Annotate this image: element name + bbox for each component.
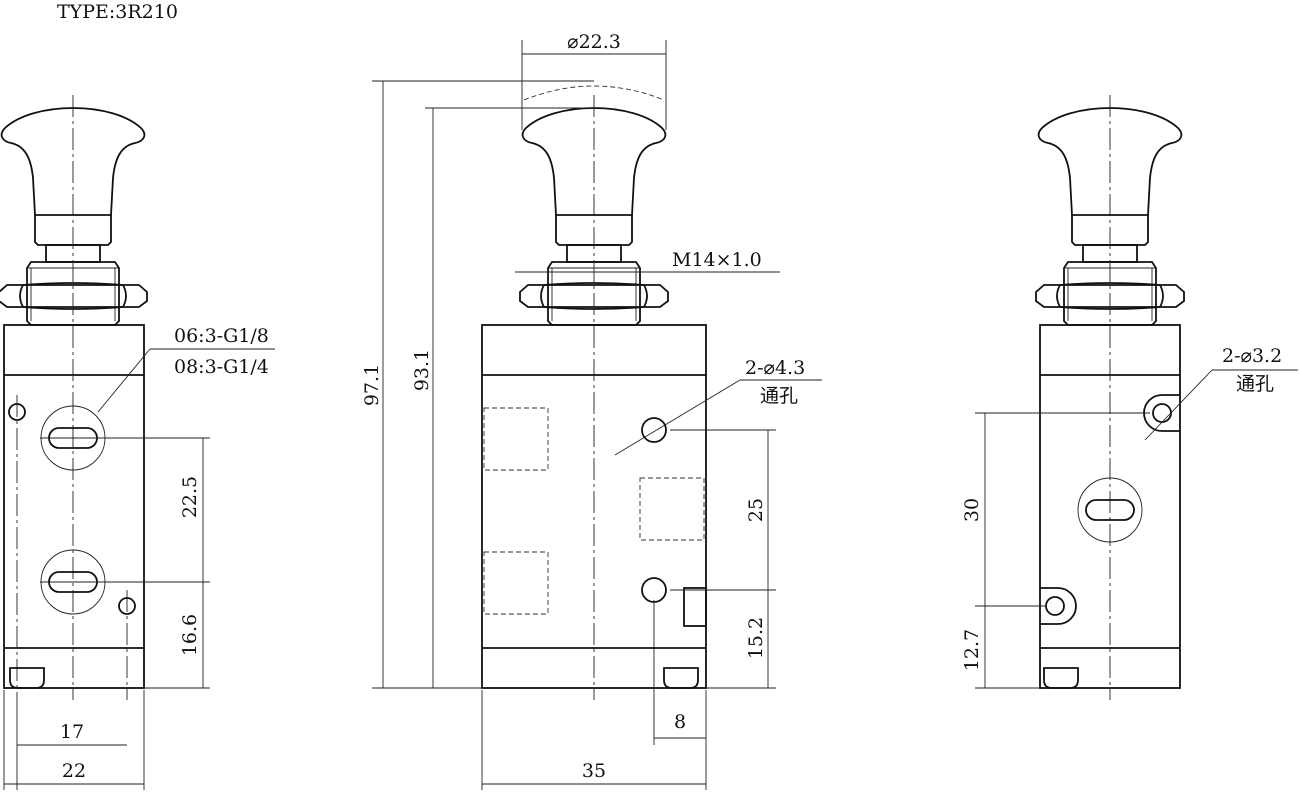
dim-depth: 35 bbox=[582, 760, 606, 782]
dim-hole-spacing: 25 bbox=[745, 498, 767, 522]
dim-port-bottom: 16.6 bbox=[179, 614, 201, 656]
left-view: 22.5 16.6 06:3-G1/8 08:3-G1/4 17 22 bbox=[0, 95, 275, 790]
dim-width: 22 bbox=[62, 760, 86, 782]
dim-mount-holes: 2-⌀4.3 bbox=[745, 357, 805, 379]
port-label-1: 06:3-G1/8 bbox=[174, 325, 269, 347]
center-view: ⌀22.3 M14×1.0 97.1 93.1 2-⌀4.3 通孔 25 15.… bbox=[361, 31, 822, 790]
drawing-title: TYPE:3R210 bbox=[57, 1, 178, 23]
dim-port-spacing: 22.5 bbox=[179, 476, 201, 518]
port-label-2: 08:3-G1/4 bbox=[174, 356, 269, 378]
dim-hole-spacing: 30 bbox=[961, 498, 983, 522]
dim-thread: M14×1.0 bbox=[672, 249, 762, 271]
dim-hole-bottom: 15.2 bbox=[745, 617, 767, 659]
dim-tab: 8 bbox=[674, 711, 686, 733]
dim-total-height: 97.1 bbox=[361, 364, 383, 406]
through-hole-label: 通孔 bbox=[1236, 373, 1274, 395]
through-hole-label: 通孔 bbox=[760, 385, 798, 407]
dim-hole-bottom: 12.7 bbox=[961, 629, 983, 671]
dim-hole-spacing: 17 bbox=[60, 721, 84, 743]
dim-height: 93.1 bbox=[411, 349, 433, 391]
dim-knob-diameter: ⌀22.3 bbox=[567, 31, 621, 53]
right-view: 2-⌀3.2 通孔 30 12.7 bbox=[961, 95, 1298, 700]
dim-mount-holes: 2-⌀3.2 bbox=[1222, 345, 1282, 367]
